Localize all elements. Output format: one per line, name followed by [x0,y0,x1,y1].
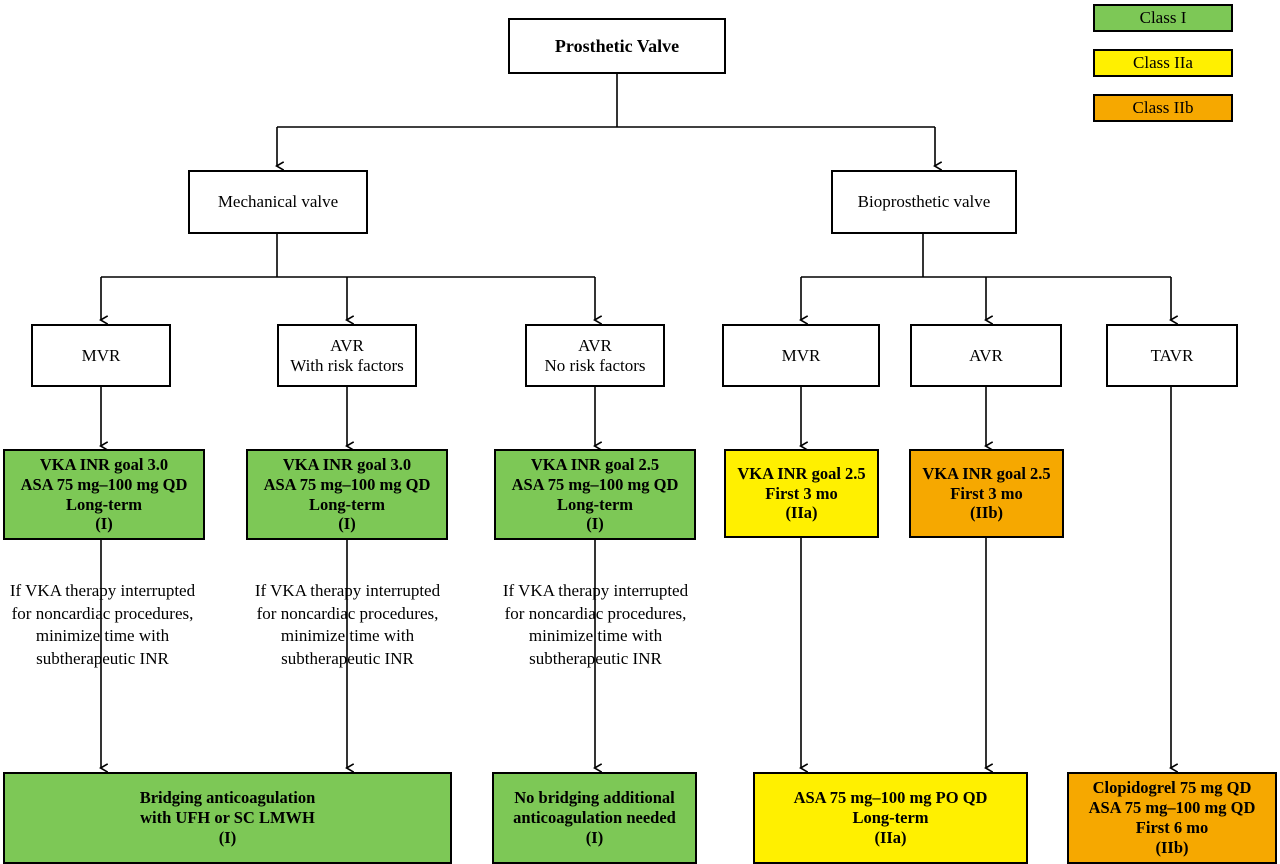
node-bottom-bridging-anticoagulation-line-2: with UFH or SC LMWH [140,808,315,828]
node-bottom-clopidogrel-asa-line-3: First 6 mo [1135,818,1209,837]
node-bottom-no-bridging-needed-line-3: (I) [585,827,604,847]
node-bioprosthetic-tavr-line-1: TAVR [1150,345,1194,365]
node-mechanical-avr-with-risk-factors: AVR With risk factors [277,324,417,387]
node-treatment-mechanical-mvr-line-1: VKA INR goal 3.0 [39,454,169,474]
legend-label-class-i: Class I [1139,8,1187,27]
note-mechanical-avr-no-risk-line-2: for noncardiac procedures, [504,603,687,623]
node-mechanical-mvr-line-1: MVR [81,345,121,365]
node-treatment-bioprosthetic-mvr-line-2: First 3 mo [765,483,838,503]
node-bioprosthetic-valve-line-1: Bioprosthetic valve [857,192,991,212]
node-treatment-mechanical-avr-with-risk-line-3: Long-term [308,494,386,514]
node-bottom-no-bridging-needed-line-2: anticoagulation needed [513,808,676,828]
note-mechanical-avr-with-risk: If VKA therapy interrupted for noncardia… [245,580,450,670]
node-treatment-mechanical-avr-with-risk-line-2: ASA 75 mg–100 mg QD [263,474,431,494]
legend-label-class-iia: Class IIa [1133,53,1193,72]
note-mechanical-mvr-line-1: If VKA therapy interrupted [9,581,196,600]
note-mechanical-avr-with-risk-line-2: for noncardiac procedures, [256,603,439,623]
node-prosthetic-valve-line-1: Prosthetic Valve [554,35,680,56]
node-bottom-clopidogrel-asa-line-2: ASA 75 mg–100 mg QD [1088,798,1256,818]
node-mechanical-valve-line-1: Mechanical valve [217,192,339,212]
node-bottom-clopidogrel-asa-line-4: (IIb) [1155,837,1189,857]
note-mechanical-avr-no-risk: If VKA therapy interrupted for noncardia… [493,580,698,670]
node-bioprosthetic-avr-line-1: AVR [969,345,1003,365]
node-bottom-bridging-anticoagulation: Bridging anticoagulation with UFH or SC … [3,772,452,864]
note-mechanical-mvr: If VKA therapy interrupted for noncardia… [0,580,205,670]
node-treatment-mechanical-mvr-line-4: (I) [95,514,113,534]
node-bottom-asa-long-term-line-3: (IIa) [874,827,907,847]
note-mechanical-mvr-line-2: for noncardiac procedures, [11,603,194,623]
node-mechanical-avr-with-risk-factors-line-2: With risk factors [290,355,404,375]
node-mechanical-valve: Mechanical valve [188,170,368,234]
node-bottom-clopidogrel-asa-line-1: Clopidogrel 75 mg QD [1092,778,1252,798]
node-bioprosthetic-mvr-line-1: MVR [781,345,821,365]
node-treatment-bioprosthetic-mvr-line-1: VKA INR goal 2.5 [737,463,866,483]
node-treatment-bioprosthetic-avr-line-1: VKA INR goal 2.5 [922,463,1051,483]
node-bioprosthetic-tavr: TAVR [1106,324,1238,387]
note-mechanical-avr-with-risk-line-3: minimize time with [280,626,415,646]
node-mechanical-avr-with-risk-factors-line-1: AVR [330,335,364,355]
note-mechanical-avr-with-risk-line-1: If VKA therapy interrupted [254,581,441,600]
note-mechanical-avr-with-risk-line-4: subtherapeutic INR [281,648,414,668]
node-bottom-bridging-anticoagulation-line-3: (I) [218,827,237,847]
node-bottom-no-bridging-needed: No bridging additional anticoagulation n… [492,772,697,864]
node-bioprosthetic-valve: Bioprosthetic valve [831,170,1017,234]
node-treatment-mechanical-avr-no-risk-line-2: ASA 75 mg–100 mg QD [511,474,679,494]
node-bottom-bridging-anticoagulation-line-1: Bridging anticoagulation [139,788,316,808]
node-bioprosthetic-avr: AVR [910,324,1062,387]
node-treatment-mechanical-avr-with-risk-line-1: VKA INR goal 3.0 [282,454,412,474]
node-bottom-clopidogrel-asa: Clopidogrel 75 mg QD ASA 75 mg–100 mg QD… [1067,772,1277,864]
node-treatment-mechanical-mvr-line-3: Long-term [65,494,143,514]
node-treatment-mechanical-avr-with-risk-line-4: (I) [338,514,356,534]
note-mechanical-avr-no-risk-line-4: subtherapeutic INR [529,648,662,668]
node-bioprosthetic-mvr: MVR [722,324,880,387]
node-bottom-asa-long-term-line-2: Long-term [852,808,929,828]
node-prosthetic-valve: Prosthetic Valve [508,18,726,74]
node-mechanical-avr-no-risk-factors: AVR No risk factors [525,324,665,387]
note-mechanical-mvr-line-3: minimize time with [35,626,170,646]
node-bottom-asa-long-term: ASA 75 mg–100 mg PO QD Long-term (IIa) [753,772,1028,864]
note-mechanical-mvr-line-4: subtherapeutic INR [36,648,169,668]
node-treatment-mechanical-avr-no-risk-line-1: VKA INR goal 2.5 [530,454,660,474]
node-bottom-asa-long-term-line-1: ASA 75 mg–100 mg PO QD [793,788,988,808]
note-mechanical-avr-no-risk-line-1: If VKA therapy interrupted [502,581,689,600]
node-mechanical-avr-no-risk-factors-line-2: No risk factors [544,355,646,375]
node-treatment-bioprosthetic-avr-line-3: (IIb) [969,503,1003,523]
node-treatment-bioprosthetic-avr-line-2: First 3 mo [950,483,1023,503]
node-treatment-mechanical-avr-no-risk: VKA INR goal 2.5 ASA 75 mg–100 mg QD Lon… [494,449,696,540]
legend-item-class-i: Class I [1093,4,1233,32]
node-mechanical-mvr: MVR [31,324,171,387]
node-treatment-bioprosthetic-mvr: VKA INR goal 2.5 First 3 mo (IIa) [724,449,879,538]
legend-item-class-iia: Class IIa [1093,49,1233,77]
legend-label-class-iib: Class IIb [1132,98,1194,117]
node-treatment-bioprosthetic-avr: VKA INR goal 2.5 First 3 mo (IIb) [909,449,1064,538]
note-mechanical-avr-no-risk-line-3: minimize time with [528,626,663,646]
node-treatment-mechanical-avr-with-risk: VKA INR goal 3.0 ASA 75 mg–100 mg QD Lon… [246,449,448,540]
node-bottom-no-bridging-needed-line-1: No bridging additional [514,788,675,808]
node-treatment-mechanical-mvr-line-2: ASA 75 mg–100 mg QD [20,474,188,494]
legend-item-class-iib: Class IIb [1093,94,1233,122]
node-treatment-mechanical-mvr: VKA INR goal 3.0 ASA 75 mg–100 mg QD Lon… [3,449,205,540]
node-treatment-mechanical-avr-no-risk-line-3: Long-term [556,494,634,514]
node-treatment-bioprosthetic-mvr-line-3: (IIa) [785,503,818,523]
node-mechanical-avr-no-risk-factors-line-1: AVR [578,335,612,355]
node-treatment-mechanical-avr-no-risk-line-4: (I) [586,514,604,534]
